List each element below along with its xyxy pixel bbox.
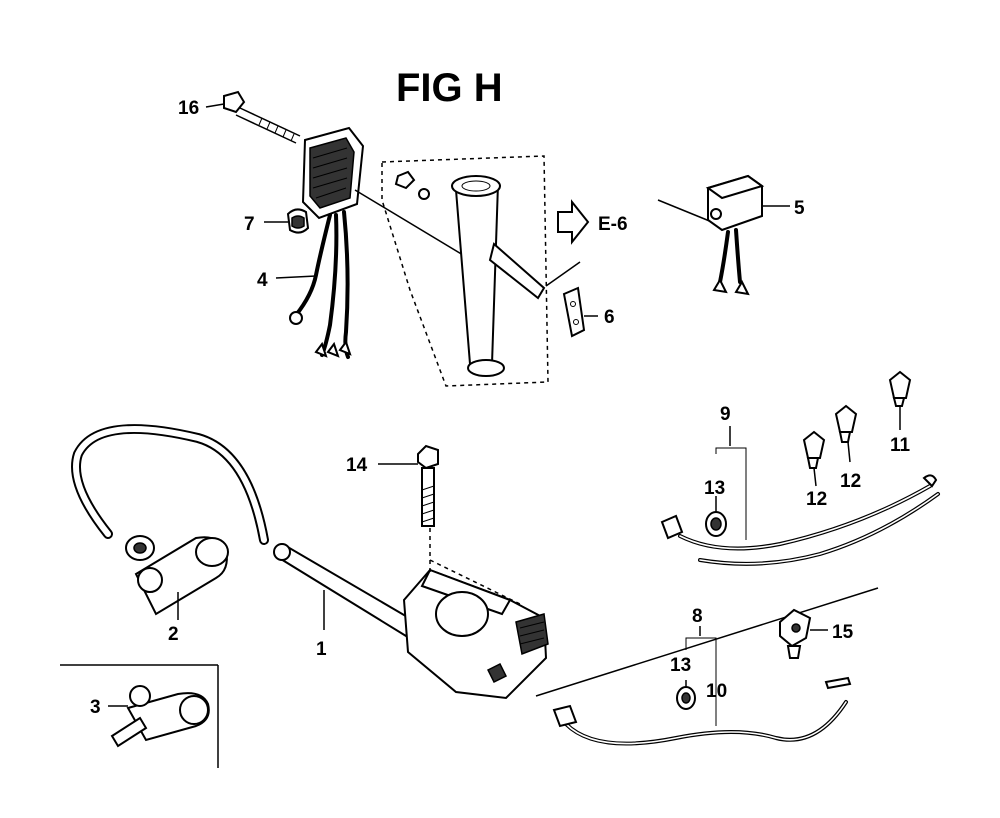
reference-label: E-6 — [598, 214, 628, 235]
frame-detail-box — [354, 155, 581, 387]
part-3-fuel-valve — [108, 685, 210, 748]
callout-13b: 13 — [670, 655, 691, 676]
part-12-clip-b — [834, 404, 858, 463]
callout-7: 7 — [244, 214, 255, 235]
part-16-bolt — [205, 90, 301, 144]
part-4-regulator — [275, 126, 365, 359]
part-6-clip — [562, 286, 598, 338]
callout-13a: 13 — [704, 478, 725, 499]
part-1-ignition-coil — [273, 520, 549, 700]
callout-11: 11 — [890, 435, 911, 456]
callout-15: 15 — [832, 622, 854, 643]
part-2-fuel-elbow — [125, 535, 229, 620]
callout-16: 16 — [178, 98, 199, 119]
callout-12b: 12 — [840, 471, 861, 492]
callout-14: 14 — [346, 455, 368, 476]
part-7-grommet — [264, 208, 310, 234]
part-5-ignition-unit — [657, 174, 790, 296]
callout-10: 10 — [706, 681, 727, 702]
part-9-wire-harness — [660, 426, 940, 566]
figure-title: FIG H — [396, 66, 503, 110]
part-14-bolt — [378, 444, 439, 527]
callout-5: 5 — [794, 198, 805, 219]
part-15-clip — [779, 608, 828, 659]
callout-2: 2 — [168, 624, 179, 645]
callout-4: 4 — [257, 270, 268, 291]
callout-8: 8 — [692, 606, 703, 627]
divider-right — [535, 587, 879, 697]
part-12-clip-a — [802, 430, 826, 487]
part-11-clip — [888, 370, 912, 430]
part-8-wire-harness — [552, 626, 852, 746]
callout-6: 6 — [604, 307, 615, 328]
callout-12a: 12 — [806, 489, 827, 510]
callout-3: 3 — [90, 697, 101, 718]
reference-arrow — [557, 199, 590, 245]
callout-9: 9 — [720, 404, 731, 425]
callout-1: 1 — [316, 639, 327, 660]
fuel-hose — [71, 424, 269, 545]
